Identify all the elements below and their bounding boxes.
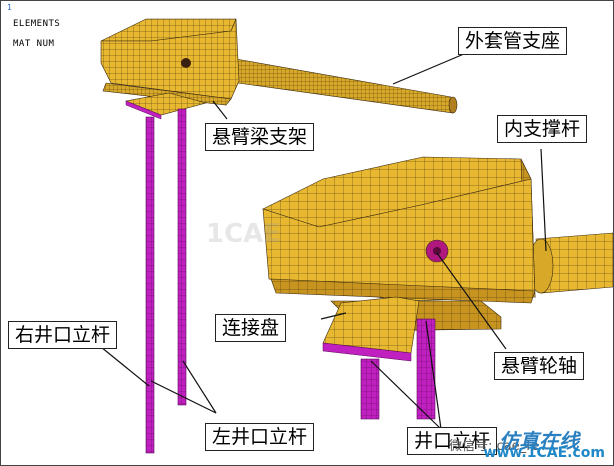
label-right-wellhead-pole: 右井口立杆 [8,321,118,349]
leader-bracket [212,100,228,120]
watermark-ghost: 1CAE [206,219,282,249]
leader-inner-strut [540,148,547,252]
leader-outer-sleeve [392,50,472,85]
large-shaft-hub-inner [433,247,441,255]
small-shaft-hub [181,58,191,68]
header-mat-num: MAT NUM [13,39,55,49]
label-cantilever-shaft: 悬臂轮轴 [494,352,585,380]
leader-well-pole-b [425,320,442,430]
small-sleeve-tube [235,58,454,114]
small-connect-plate-edge [125,100,162,120]
window-marker: 1 [7,3,13,12]
leader-left-pole-a [182,360,217,414]
large-pole-left [416,318,436,420]
small-pole-left [177,108,187,406]
small-housing-front [100,18,240,100]
large-model [262,156,613,420]
label-outer-sleeve-support: 外套管支座 [458,27,568,55]
leader-right-pole [100,346,150,387]
label-wellhead-pole: 井口立杆 [407,427,498,455]
leader-well-pole-a [370,360,442,430]
label-connecting-plate: 连接盘 [215,314,287,342]
watermark-wechat: 微信号: cae_fe [449,439,539,454]
leader-connect-plate [320,312,347,320]
small-model [100,18,458,454]
large-connect-plate-edge [322,342,412,362]
label-cantilever-bracket: 悬臂梁支架 [205,123,315,151]
large-pole-right [360,358,380,420]
small-sleeve-end [448,96,458,114]
small-pole-right [145,116,155,454]
watermark-logo: 仿真在线 [499,429,579,453]
watermark-site: www.1CAE.com [483,445,605,461]
label-left-wellhead-pole: 左井口立杆 [205,423,315,451]
leader-left-pole-b [150,380,217,414]
label-inner-strut: 内支撑杆 [497,115,588,143]
leader-shaft [436,252,507,350]
leader-lines [100,50,547,430]
header-elements: ELEMENTS [13,19,61,29]
